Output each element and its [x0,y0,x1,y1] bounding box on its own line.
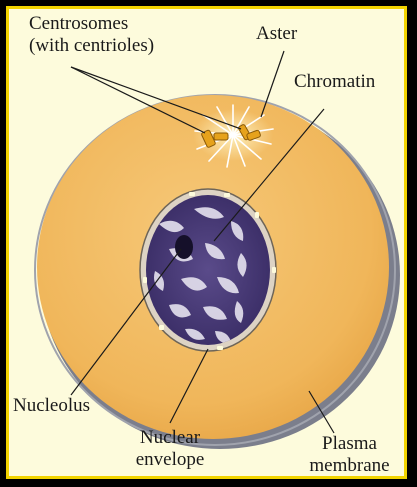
nucleolus [175,235,193,259]
nuclear-envelope-label: Nuclear envelope [110,427,230,471]
nucleolus-label: Nucleolus [13,395,90,417]
aster-label: Aster [256,23,297,45]
centrosomes-label: Centrosomes (with centrioles) [29,13,154,57]
diagram-panel: Centrosomes (with centrioles) Aster Chro… [6,6,407,479]
plasma-membrane-label: Plasma membrane [297,433,402,477]
nucleus [140,189,276,351]
chromatin-label: Chromatin [294,71,375,93]
